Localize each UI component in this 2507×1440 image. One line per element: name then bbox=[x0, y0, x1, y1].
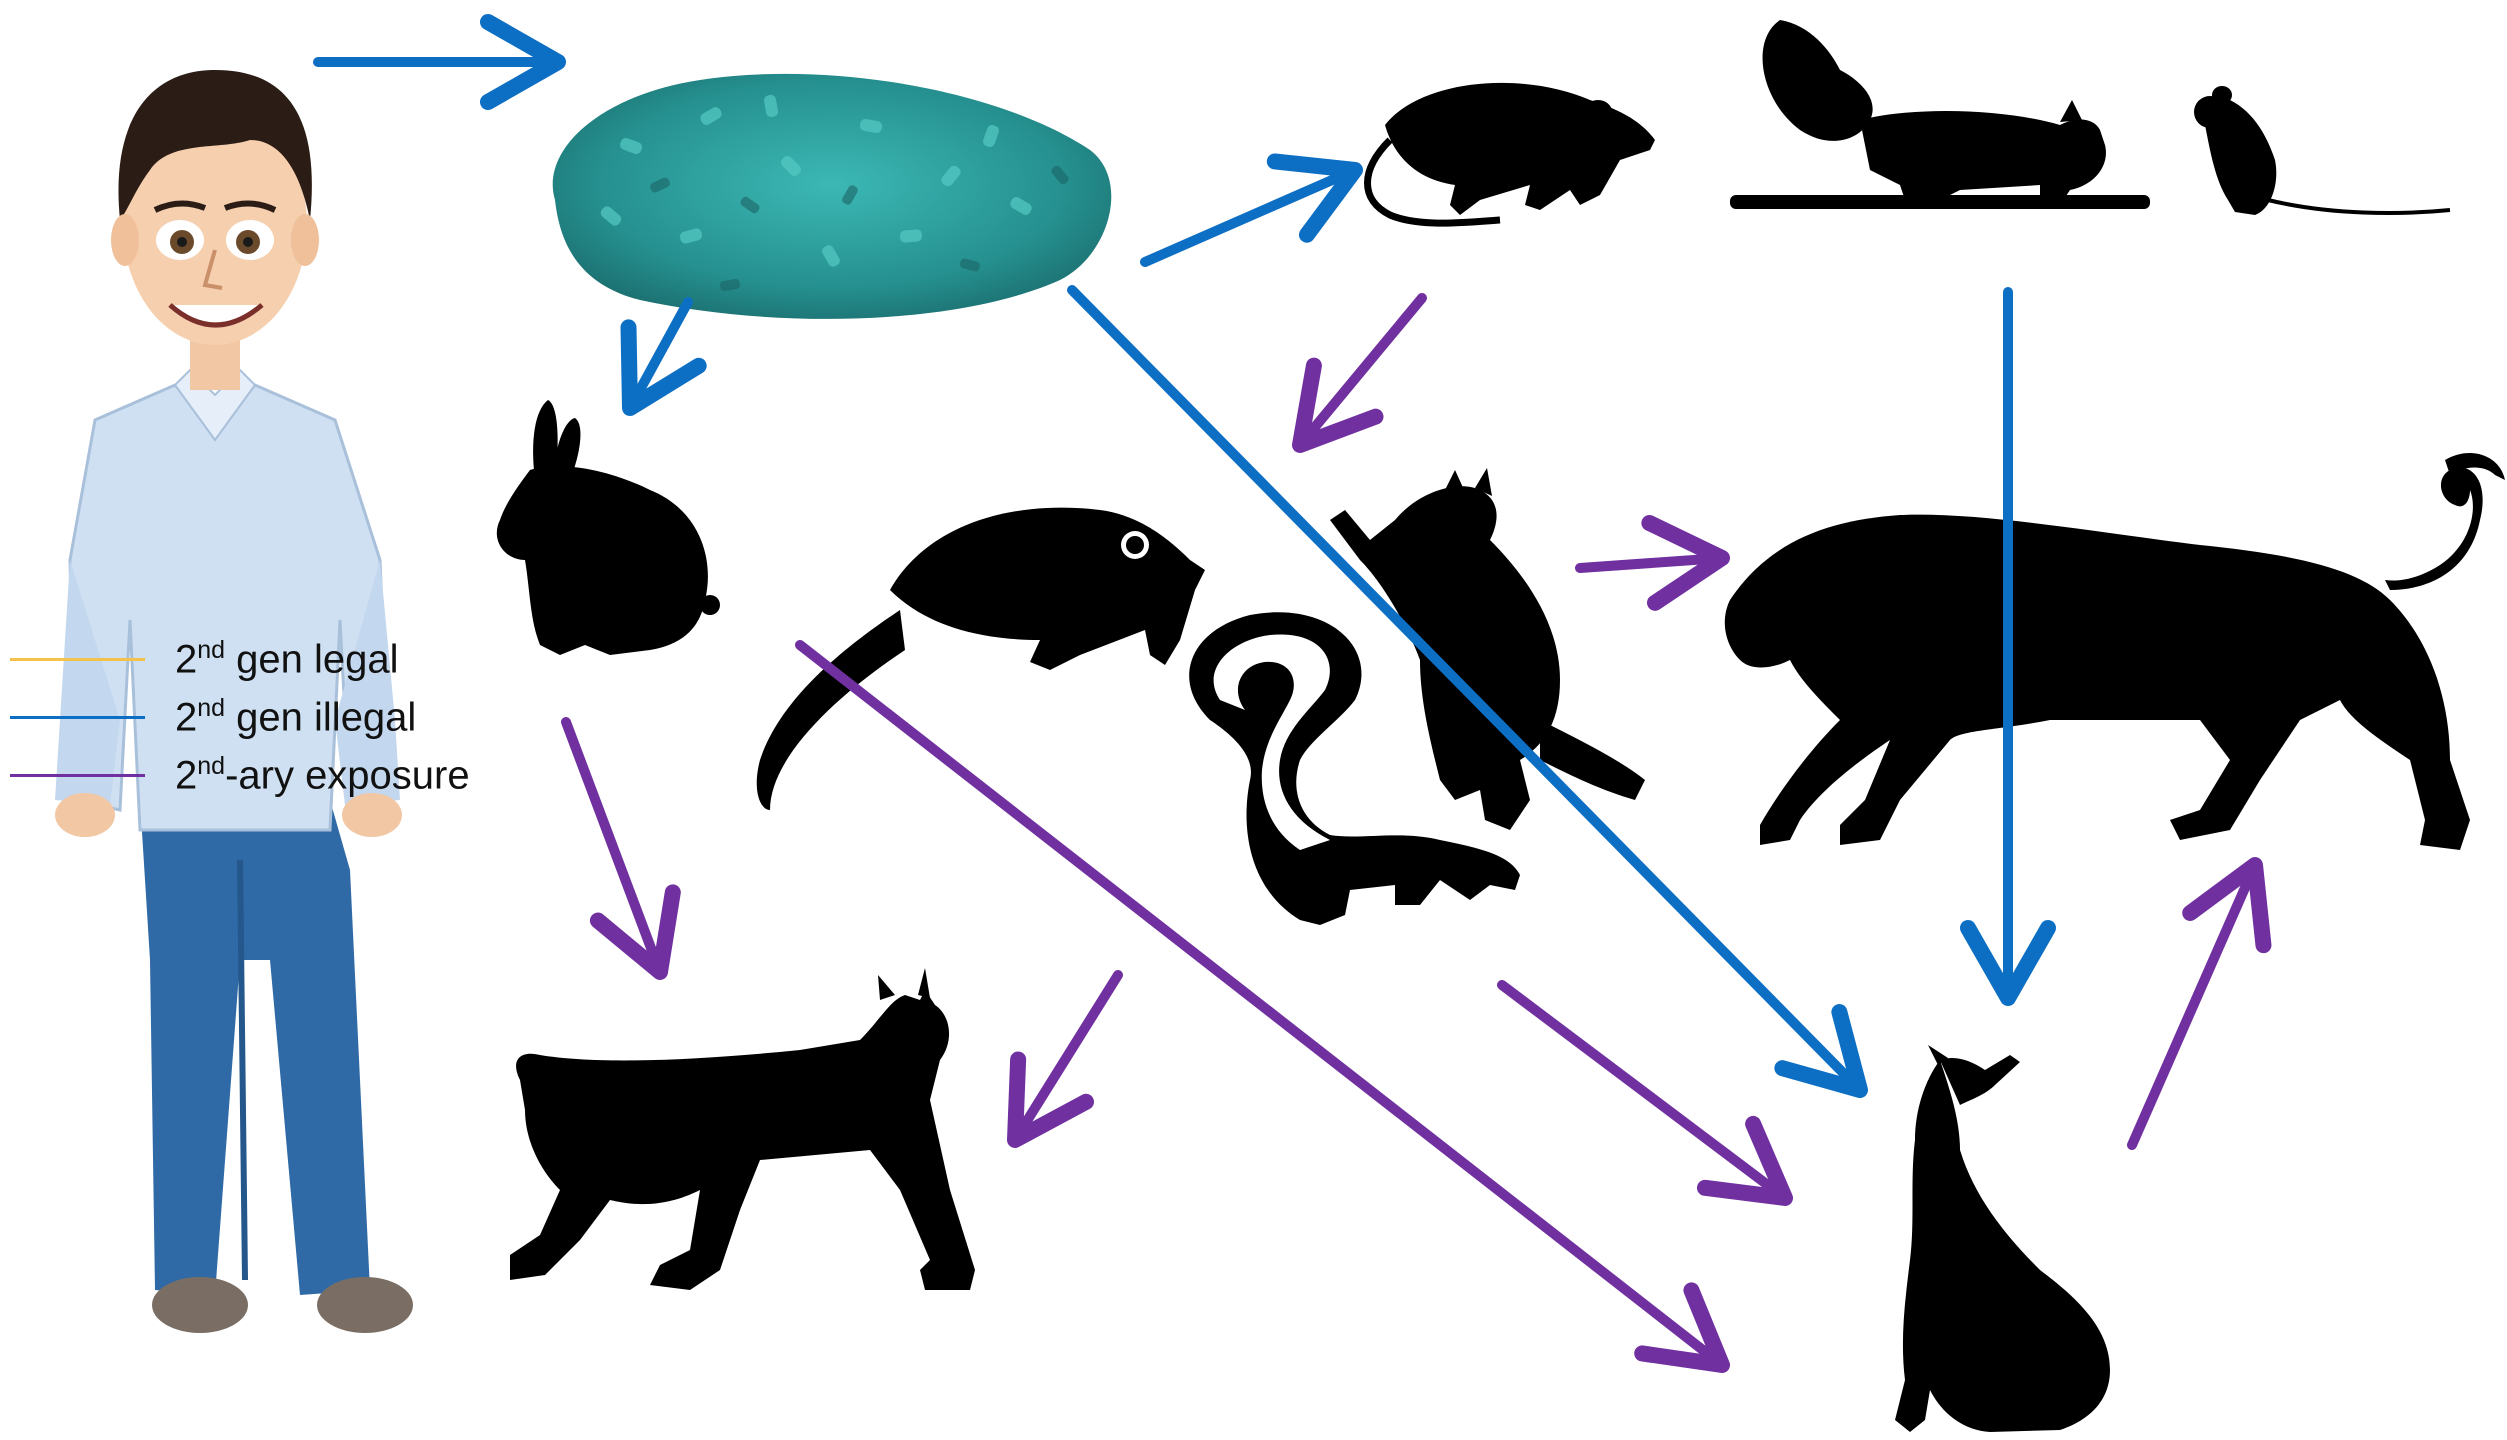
legend: 2nd gen legal 2nd gen illegal 2nd-ary ex… bbox=[10, 630, 470, 804]
arrow-skunk-to-bobcat bbox=[1015, 975, 1118, 1140]
legend-swatch-secondary bbox=[10, 774, 145, 777]
rat-silhouette bbox=[1368, 83, 1656, 223]
legend-swatch-illegal bbox=[10, 716, 145, 719]
arrow-pellets-to-coyote bbox=[1072, 290, 1860, 1090]
mouse-silhouette bbox=[2194, 86, 2450, 215]
legend-label-legal: 2nd gen legal bbox=[175, 636, 399, 682]
arrow-pellets-to-rabbit bbox=[630, 302, 688, 408]
arrow-rabbit-to-bobcat bbox=[566, 722, 660, 972]
mountain-lion-silhouette bbox=[1725, 453, 2505, 850]
legend-label-secondary: 2nd-ary exposure bbox=[175, 752, 470, 798]
arrow-raccoon-to-mountain-lion bbox=[1580, 558, 1722, 568]
rabbit-silhouette bbox=[497, 400, 720, 655]
legend-item-illegal: 2nd gen illegal bbox=[10, 688, 470, 746]
arrow-coyote-to-mountain-lion bbox=[2132, 865, 2255, 1145]
rodenticide-pellets bbox=[553, 74, 1112, 319]
legend-label-illegal: 2nd gen illegal bbox=[175, 694, 416, 740]
arrow-skunk-to-coyote bbox=[1502, 985, 1785, 1198]
raccoon-silhouette bbox=[1330, 468, 1645, 830]
coyote-silhouette bbox=[1895, 1045, 2110, 1432]
legend-item-legal: 2nd gen legal bbox=[10, 630, 470, 688]
arrows-secondary-exposure bbox=[566, 298, 2255, 1365]
bobcat-silhouette bbox=[510, 968, 975, 1290]
legend-swatch-legal bbox=[10, 658, 145, 661]
arrow-pellets-to-rat bbox=[1145, 170, 1355, 262]
squirrel-silhouette bbox=[1730, 20, 2150, 209]
legend-item-secondary: 2nd-ary exposure bbox=[10, 746, 470, 804]
arrow-rat-to-raccoon bbox=[1300, 298, 1422, 445]
